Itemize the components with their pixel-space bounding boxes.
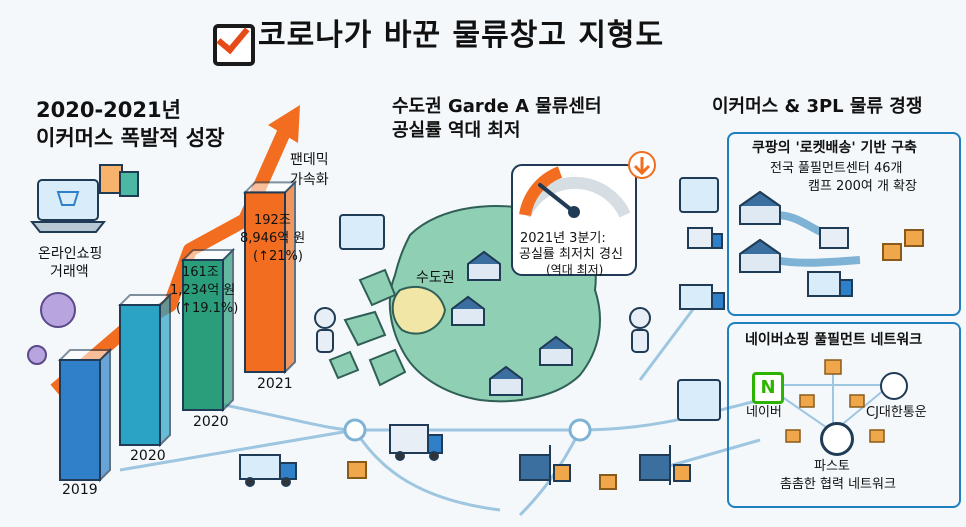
cj-logo	[880, 372, 908, 400]
checkbox-icon	[213, 24, 255, 66]
center-heading-1: 수도권 Garde A 물류센터	[392, 96, 602, 117]
network-label: 촘촘한 협력 네트워크	[780, 477, 896, 492]
right-heading: 이커머스 & 3PL 물류 경쟁	[712, 96, 923, 117]
gauge-label-3: (역대 최저)	[546, 263, 604, 277]
data-label-2020-3: (↑19.1%)	[176, 301, 239, 316]
tick-label-2020a: 2020	[130, 448, 166, 464]
naver-logo: N	[752, 372, 784, 404]
left-heading-2: 이커머스 폭발적 성장	[36, 126, 225, 150]
coupang-title: 쿠팡의 '로켓배송' 기반 구축	[752, 140, 917, 156]
growth-arrowhead	[268, 105, 300, 143]
robot-icon	[314, 307, 651, 353]
pandemic-label-2: 가속화	[290, 172, 329, 188]
pandemic-label-1: 팬데믹	[290, 152, 329, 168]
bar-0	[59, 359, 101, 481]
tick-label-2021: 2021	[257, 376, 293, 392]
network-box-icon	[785, 359, 885, 443]
bar-top-1	[117, 294, 173, 306]
forklift-icon	[519, 445, 691, 485]
road-node	[568, 418, 592, 442]
bar-side-1	[159, 292, 171, 448]
coupang-stat-1: 전국 풀필먼트센터 46개	[770, 161, 903, 176]
bar-top-3	[242, 181, 298, 194]
bar-side-2	[222, 247, 234, 413]
data-label-2021-3: (↑21%)	[253, 249, 303, 264]
fasto-label: 파스토	[814, 459, 850, 474]
naver-panel	[727, 322, 961, 508]
coupang-flow	[739, 190, 861, 273]
data-label-2020-1: 161조	[182, 265, 219, 280]
dashboard-icon	[339, 177, 721, 421]
coupang-stat-2: 캠프 200여 개 확장	[808, 179, 917, 194]
online-label-1: 온라인쇼핑	[38, 246, 103, 262]
online-label-2: 거래액	[50, 264, 89, 280]
package-icon	[347, 229, 924, 490]
center-heading-2: 공실률 역대 최저	[392, 120, 521, 141]
region-label: 수도권	[416, 270, 455, 286]
data-label-2020-2: 1,234억 원	[170, 283, 236, 298]
data-label-2021-2: 8,946억 원	[240, 231, 306, 246]
metro-area	[391, 285, 447, 335]
truck-icon	[239, 227, 853, 487]
cj-label: CJ대한통운	[866, 405, 927, 420]
shopping-bag-icon	[99, 164, 139, 197]
bar-side-3	[284, 180, 296, 375]
left-heading-1: 2020-2021년	[36, 98, 181, 122]
bar-side-0	[99, 347, 111, 483]
bar-3	[244, 191, 286, 373]
bar-top-0	[57, 349, 113, 361]
naver-title: 네이버쇼핑 풀필먼트 네트워크	[745, 332, 923, 348]
fasto-logo	[820, 422, 854, 456]
road-node	[343, 418, 367, 442]
bar-2	[182, 259, 224, 411]
bar-1	[119, 304, 161, 446]
data-label-2021-1: 192조	[254, 213, 291, 228]
gauge-label-2: 공실률 최저치 경신	[519, 247, 623, 262]
map-warehouses	[451, 250, 573, 396]
virus-icon	[27, 292, 76, 365]
vacancy-gauge	[511, 151, 656, 276]
bar-top-2	[180, 249, 236, 261]
gauge-label-1: 2021년 3분기:	[520, 231, 606, 246]
naver-label: 네이버	[746, 405, 782, 420]
bar-chart	[57, 180, 298, 483]
tick-label-2020b: 2020	[193, 414, 229, 430]
page-title: 코로나가 바꾼 물류창고 지형도	[258, 18, 665, 53]
laptop-icon	[29, 179, 107, 233]
coupang-panel	[727, 132, 961, 316]
tick-label-2019: 2019	[62, 482, 98, 498]
